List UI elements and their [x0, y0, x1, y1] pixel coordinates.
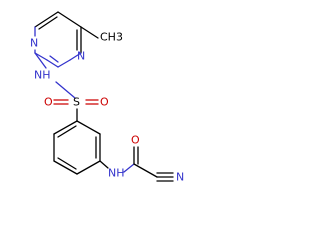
- ring-n1-label: N: [30, 37, 38, 50]
- benzene-ring: [53, 120, 101, 175]
- sulfonyl-o1-label: O: [44, 96, 53, 109]
- nh-s-bond: [55, 81, 76, 99]
- pyrimidine-ring: [34, 11, 99, 68]
- carbonyl-o-label: O: [131, 134, 140, 147]
- ring-n3-label: N: [77, 50, 85, 63]
- sulfonyl-o2-label: O: [100, 96, 109, 109]
- sulfonamide-nh-label: NH: [34, 69, 51, 82]
- nitrile-n-label: N: [176, 171, 184, 184]
- ch2-bond: [133, 163, 158, 178]
- molecule-structure: N N CH3 NH S O O NH O N: [30, 11, 184, 184]
- amide-nh-label: NH: [108, 167, 125, 180]
- ring-nh-bond: [34, 52, 47, 69]
- sulfur-label: S: [73, 96, 80, 109]
- benzene-amide-bond: [99, 160, 109, 169]
- methyl-label: CH3: [100, 31, 123, 44]
- amide-nh-c-bond: [123, 163, 135, 173]
